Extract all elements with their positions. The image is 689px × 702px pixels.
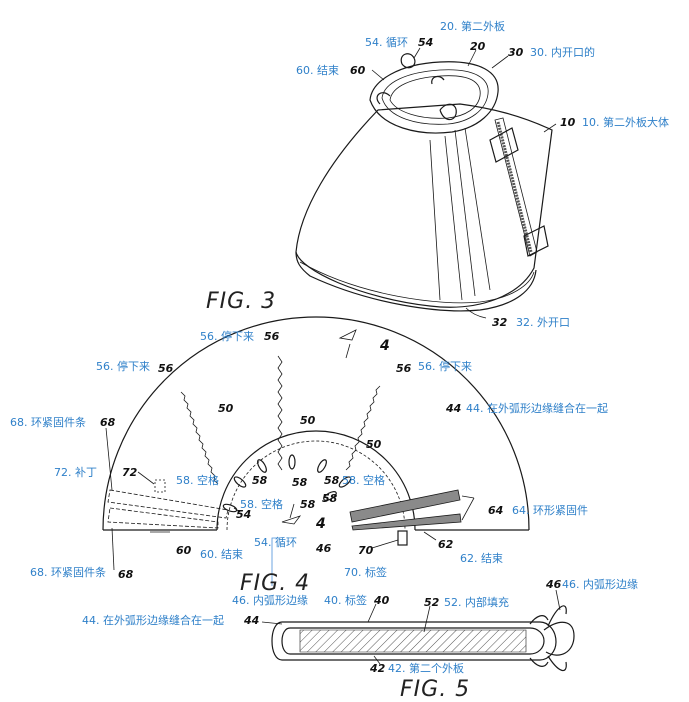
label-56-right: 56. 停下来: [418, 359, 472, 373]
numeral-50-right: 50: [366, 438, 382, 451]
label-44-fig5: 44. 在外弧形边缘缝合在一起: [82, 613, 224, 627]
numeral-10-fig3: 10: [560, 116, 576, 129]
label-58-left: 58. 空格: [176, 473, 219, 487]
numeral-50-center: 50: [300, 414, 316, 427]
fig5-section: [261, 589, 575, 672]
numeral-70: 70: [358, 544, 374, 557]
label-42: 42. 第二个外板: [388, 661, 464, 675]
label-72: 72. 补丁: [54, 466, 97, 479]
label-30: 30. 内开口的: [530, 45, 595, 59]
numeral-58-a: 58: [252, 474, 268, 487]
fig5-title: FIG. 5: [400, 677, 470, 702]
numeral-44-fig5: 44: [243, 614, 259, 627]
fig4-blank: [102, 316, 530, 586]
label-56-left: 56. 停下来: [96, 359, 150, 373]
label-46-fig4: 46. 内弧形边缘: [232, 593, 308, 607]
numeral-44-fig4: 44: [445, 402, 461, 415]
section-marker-top: 4: [379, 338, 390, 354]
label-10: 10. 第二外板大体: [582, 115, 669, 129]
label-68-bottom: 68. 环紧固件条: [30, 565, 106, 579]
label-46-fig5: 46. 内弧形边缘: [562, 577, 638, 591]
numeral-20-fig3: 20: [470, 40, 486, 53]
numeral-60-fig3: 60: [350, 64, 366, 77]
label-40: 40. 标签: [324, 593, 367, 607]
numeral-68-bottom: 68: [118, 568, 134, 581]
numeral-46-fig5: 46: [545, 578, 562, 591]
numeral-64: 64: [488, 504, 503, 517]
label-54-bottom: 54. 循环: [254, 536, 297, 549]
numeral-56-right: 56: [396, 362, 412, 375]
numeral-58-d: 58: [300, 498, 316, 511]
label-60-bottom: 60. 结束: [200, 548, 243, 561]
label-56-top: 56. 停下来: [200, 329, 254, 343]
label-54-top: 54. 循环: [365, 36, 408, 49]
numeral-50-left: 50: [218, 402, 234, 415]
numeral-54-fig4: 54: [236, 508, 251, 521]
label-52: 52. 内部填充: [444, 595, 509, 609]
numeral-42: 42: [369, 662, 386, 675]
label-32: 32. 外开口: [516, 316, 570, 329]
label-62: 62. 结束: [460, 552, 503, 565]
numeral-54-fig3: 54: [418, 36, 433, 49]
label-44-fig4: 44. 在外弧形边缘缝合在一起: [466, 401, 608, 415]
numeral-62: 62: [438, 538, 454, 551]
numeral-58-c: 58: [324, 474, 340, 487]
numeral-56-left: 56: [158, 362, 174, 375]
numeral-46-fig4: 46: [315, 542, 332, 555]
label-60-top: 60. 结束: [296, 64, 339, 77]
fig3-collar: [295, 47, 557, 319]
section-marker-bottom: 4: [315, 516, 326, 532]
fig4-title: FIG. 4: [240, 571, 310, 596]
numeral-58-b: 58: [292, 476, 308, 489]
numeral-40: 40: [373, 594, 390, 607]
numeral-32-fig3: 32: [492, 316, 508, 329]
label-64: 64. 环形紧固件: [512, 504, 588, 517]
numeral-58-e: 58: [322, 492, 338, 505]
numeral-52: 52: [424, 596, 440, 609]
fig3-title: FIG. 3: [206, 289, 276, 314]
label-70: 70. 标签: [344, 565, 387, 579]
numeral-68-top: 68: [100, 416, 116, 429]
numeral-30-fig3: 30: [508, 46, 524, 59]
numeral-60-fig4: 60: [176, 544, 192, 557]
numeral-72: 72: [122, 466, 138, 479]
label-20: 20. 第二外板: [440, 19, 505, 33]
label-58-bottom: 58. 空格: [240, 497, 283, 511]
numeral-56-top: 56: [264, 330, 280, 343]
label-68-top: 68. 环紧固件条: [10, 415, 86, 429]
label-58-right: 58. 空格: [342, 473, 385, 487]
